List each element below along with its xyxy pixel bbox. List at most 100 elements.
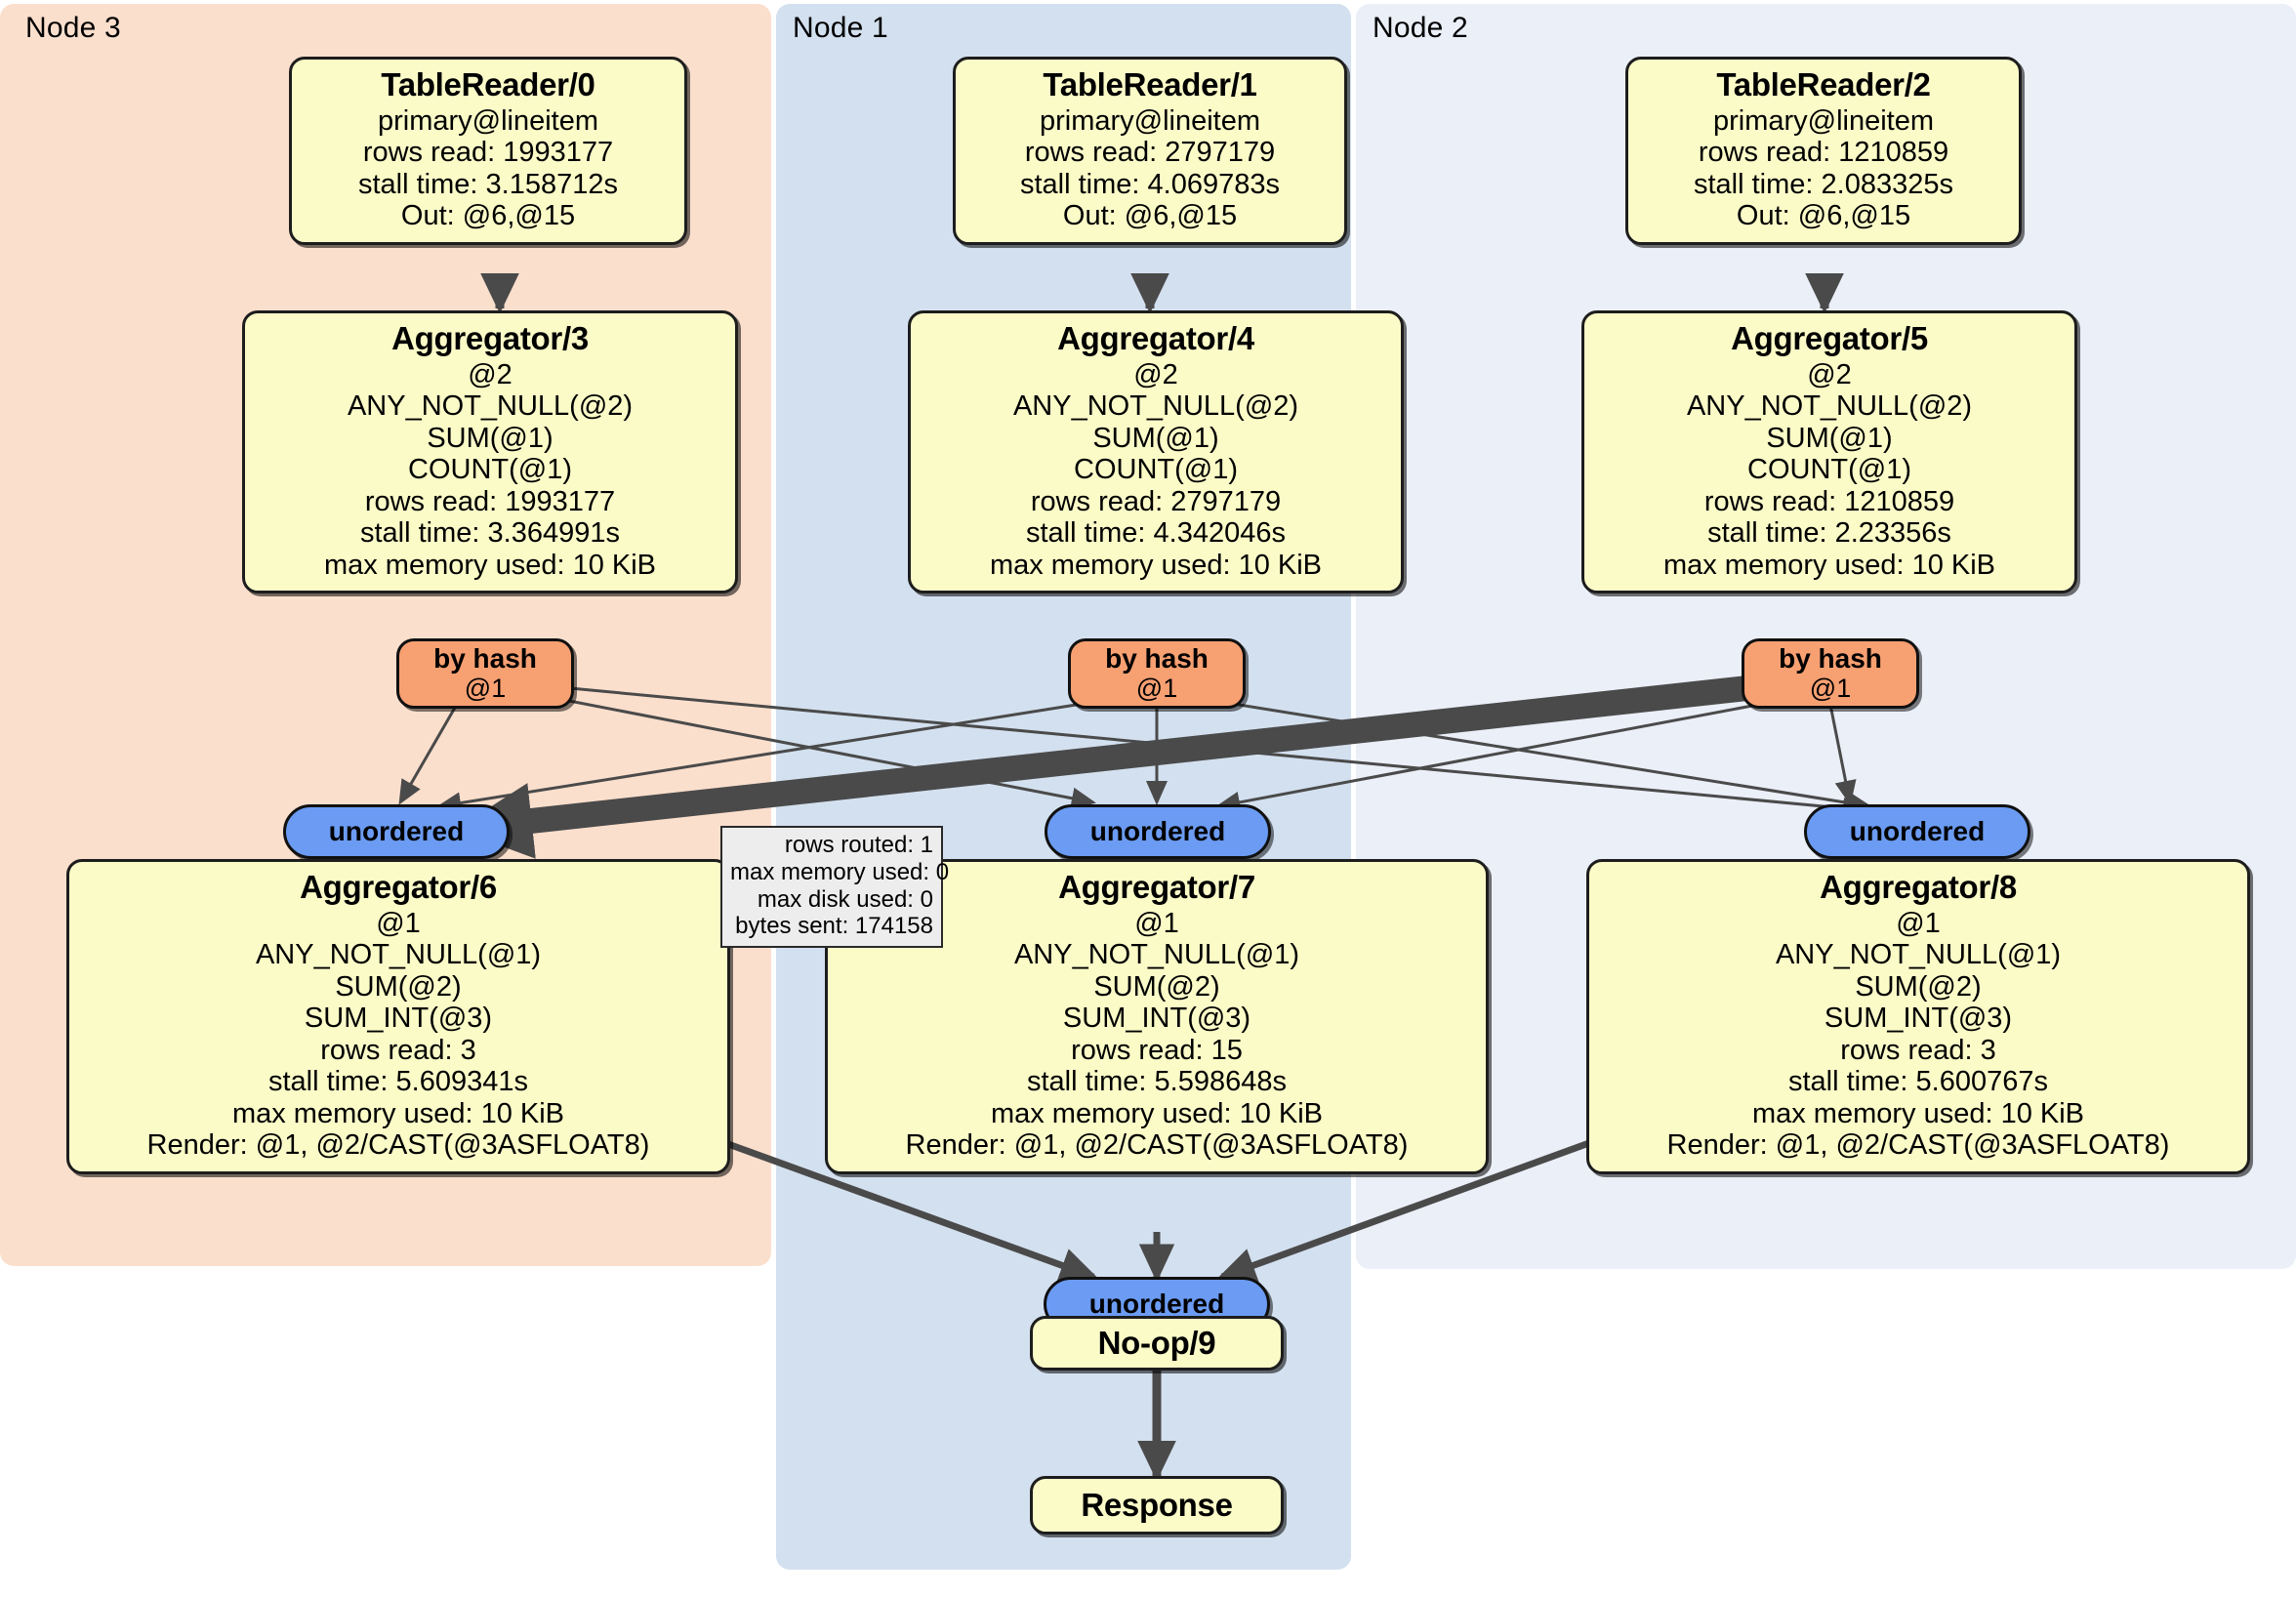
- processor-detail: rows read: 1993177: [362, 137, 614, 169]
- processor-detail: max memory used: 10 KiB: [231, 1097, 565, 1129]
- cluster-label-node-2: Node 2: [1373, 12, 1468, 44]
- processor-aggregator-8[interactable]: Aggregator/8 @1 ANY_NOT_NULL(@1) SUM(@2)…: [1586, 859, 2250, 1174]
- processor-detail: Render: @1, @2/CAST(@3ASFLOAT8): [146, 1129, 650, 1162]
- processor-table-reader-2[interactable]: TableReader/2 primary@lineitem rows read…: [1625, 57, 2022, 245]
- router-label: by hash: [433, 643, 537, 675]
- processor-detail: ANY_NOT_NULL(@1): [255, 939, 542, 971]
- processor-detail: @2: [1807, 358, 1852, 390]
- processor-detail: SUM_INT(@3): [1062, 1003, 1251, 1035]
- processor-title: No-op/9: [1097, 1324, 1216, 1361]
- processor-detail: @1: [1134, 907, 1179, 939]
- processor-title: Response: [1081, 1486, 1233, 1523]
- processor-detail: rows read: 2797179: [1030, 485, 1282, 517]
- processor-title: Aggregator/8: [1820, 869, 2017, 905]
- processor-detail: stall time: 3.158712s: [358, 168, 618, 200]
- cluster-label-node-3: Node 3: [25, 12, 121, 44]
- processor-detail: rows read: 1210859: [1703, 485, 1955, 517]
- processor-title: TableReader/1: [1043, 66, 1257, 102]
- processor-detail: SUM(@1): [1092, 422, 1219, 454]
- processor-detail: Out: @6,@15: [400, 200, 576, 232]
- processor-detail: @2: [468, 358, 512, 390]
- processor-title: TableReader/2: [1716, 66, 1931, 102]
- processor-detail: ANY_NOT_NULL(@2): [347, 390, 634, 423]
- router-by-hash-3[interactable]: by hash @1: [396, 638, 574, 709]
- synchronizer-label: unordered: [328, 815, 465, 846]
- processor-response[interactable]: Response: [1030, 1476, 1284, 1535]
- processor-detail: rows read: 15: [1071, 1034, 1243, 1066]
- processor-detail: rows read: 3: [320, 1034, 476, 1066]
- processor-detail: SUM(@2): [1855, 970, 1982, 1003]
- stat-max-disk-used: max disk used: 0: [757, 885, 933, 913]
- router-label: by hash: [1779, 643, 1882, 675]
- processor-aggregator-3[interactable]: Aggregator/3 @2 ANY_NOT_NULL(@2) SUM(@1)…: [242, 310, 738, 594]
- processor-title: TableReader/0: [381, 66, 595, 102]
- router-label: by hash: [1105, 643, 1209, 675]
- processor-detail: stall time: 4.342046s: [1026, 517, 1286, 550]
- processor-detail: max memory used: 10 KiB: [989, 549, 1323, 581]
- processor-detail: rows read: 3: [1840, 1034, 1996, 1066]
- processor-no-op-9[interactable]: No-op/9: [1030, 1316, 1284, 1371]
- processor-detail: @1: [1896, 907, 1941, 939]
- synchronizer-unordered-8[interactable]: unordered: [1804, 804, 2030, 859]
- stat-bytes-sent: bytes sent: 174158: [735, 913, 933, 940]
- router-by-hash-5[interactable]: by hash @1: [1742, 638, 1919, 709]
- processor-detail: ANY_NOT_NULL(@1): [1013, 939, 1300, 971]
- processor-detail: rows read: 1210859: [1698, 137, 1949, 169]
- processor-detail: stall time: 2.083325s: [1694, 168, 1953, 200]
- processor-detail: rows read: 2797179: [1024, 137, 1276, 169]
- processor-detail: ANY_NOT_NULL(@2): [1686, 390, 1973, 423]
- router-column: @1: [464, 673, 507, 703]
- processor-title: Aggregator/4: [1057, 320, 1254, 356]
- processor-detail: COUNT(@1): [408, 454, 572, 486]
- processor-detail: max memory used: 10 KiB: [990, 1097, 1324, 1129]
- processor-detail: stall time: 5.609341s: [268, 1066, 528, 1098]
- processor-detail: SUM(@1): [1766, 422, 1893, 454]
- router-column: @1: [1809, 673, 1852, 703]
- synchronizer-label: unordered: [1849, 815, 1986, 846]
- processor-detail: Out: @6,@15: [1736, 200, 1911, 232]
- processor-aggregator-4[interactable]: Aggregator/4 @2 ANY_NOT_NULL(@2) SUM(@1)…: [908, 310, 1404, 594]
- processor-detail: stall time: 5.600767s: [1788, 1066, 2048, 1098]
- processor-table-reader-1[interactable]: TableReader/1 primary@lineitem rows read…: [953, 57, 1347, 245]
- processor-detail: primary@lineitem: [1712, 104, 1935, 137]
- processor-title: Aggregator/7: [1058, 869, 1255, 905]
- processor-title: Aggregator/6: [300, 869, 497, 905]
- processor-detail: Render: @1, @2/CAST(@3ASFLOAT8): [1666, 1129, 2170, 1162]
- processor-detail: stall time: 5.598648s: [1027, 1066, 1287, 1098]
- processor-title: Aggregator/3: [391, 320, 589, 356]
- processor-detail: SUM_INT(@3): [1824, 1003, 2013, 1035]
- processor-detail: stall time: 4.069783s: [1020, 168, 1280, 200]
- processor-aggregator-6[interactable]: Aggregator/6 @1 ANY_NOT_NULL(@1) SUM(@2)…: [66, 859, 730, 1174]
- processor-detail: stall time: 3.364991s: [360, 517, 620, 550]
- synchronizer-unordered-6[interactable]: unordered: [283, 804, 510, 859]
- processor-table-reader-0[interactable]: TableReader/0 primary@lineitem rows read…: [289, 57, 687, 245]
- stat-max-memory-used: max memory used: 0: [730, 858, 950, 885]
- processor-detail: max memory used: 10 KiB: [1751, 1097, 2085, 1129]
- processor-detail: @2: [1133, 358, 1178, 390]
- processor-detail: SUM(@1): [427, 422, 554, 454]
- processor-detail: primary@lineitem: [1039, 104, 1261, 137]
- processor-detail: @1: [376, 907, 421, 939]
- processor-detail: rows read: 1993177: [364, 485, 616, 517]
- processor-detail: max memory used: 10 KiB: [323, 549, 657, 581]
- processor-detail: COUNT(@1): [1747, 454, 1911, 486]
- processor-detail: stall time: 2.23356s: [1707, 517, 1951, 550]
- processor-title: Aggregator/5: [1731, 320, 1928, 356]
- router-by-hash-4[interactable]: by hash @1: [1068, 638, 1246, 709]
- processor-detail: SUM(@2): [335, 970, 462, 1003]
- router-column: @1: [1135, 673, 1178, 703]
- processor-detail: COUNT(@1): [1074, 454, 1238, 486]
- processor-detail: Render: @1, @2/CAST(@3ASFLOAT8): [905, 1129, 1409, 1162]
- processor-detail: Out: @6,@15: [1062, 200, 1238, 232]
- stream-stats-tooltip: rows routed: 1 max memory used: 0 max di…: [720, 826, 950, 949]
- processor-detail: ANY_NOT_NULL(@2): [1012, 390, 1299, 423]
- processor-detail: SUM_INT(@3): [304, 1003, 493, 1035]
- cluster-label-node-1: Node 1: [793, 12, 888, 44]
- stat-rows-routed: rows routed: 1: [784, 832, 933, 858]
- processor-detail: primary@lineitem: [377, 104, 599, 137]
- synchronizer-unordered-7[interactable]: unordered: [1045, 804, 1271, 859]
- processor-aggregator-5[interactable]: Aggregator/5 @2 ANY_NOT_NULL(@2) SUM(@1)…: [1581, 310, 2077, 594]
- synchronizer-label: unordered: [1089, 815, 1226, 846]
- synchronizer-label: unordered: [1088, 1288, 1225, 1319]
